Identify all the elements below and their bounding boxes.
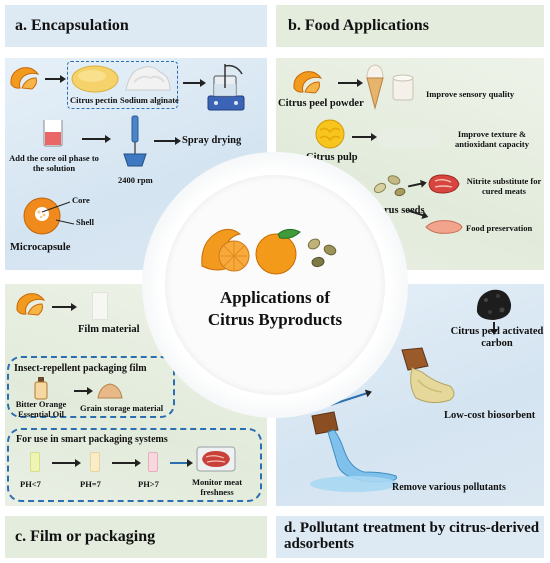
fish-fillet-icon <box>425 220 463 234</box>
insect-repellent-box <box>7 356 175 418</box>
activated-carbon-icon <box>476 289 512 320</box>
biosorbent-label: Low-cost biosorbent <box>444 410 536 421</box>
materials-dashed-box <box>67 61 178 109</box>
whole-orange-icon <box>255 228 301 275</box>
film-material-label: Film material <box>78 324 140 335</box>
microcapsule-pointer-lines <box>41 201 75 225</box>
texture-placeholder-shape <box>378 128 440 148</box>
alginate-powder-icon <box>125 66 171 91</box>
sensory-label: Improve sensory quality <box>426 89 515 99</box>
panel-b-title: b. Food Applications <box>276 5 544 47</box>
texture-label: Improve texture & antioxidant capacity <box>455 129 529 149</box>
pollutants-label: Remove various pollutants <box>392 482 506 493</box>
beaker-icon <box>43 120 63 147</box>
film-ph-gt7-swatch <box>148 452 158 472</box>
shell-label: Shell <box>76 217 94 227</box>
homogenizer-icon <box>123 115 147 167</box>
microcapsule-label: Microcapsule <box>10 242 71 253</box>
pulp-label: Citrus pulp <box>306 152 358 163</box>
arrow-a4 <box>154 137 181 144</box>
meat-package-icon <box>196 446 236 472</box>
spray-drying-label: Spray drying <box>182 135 242 146</box>
citrus-seeds-icon <box>373 175 406 197</box>
peel-powder-label: Citrus peel powder <box>278 98 364 109</box>
film-ph-eq7-swatch <box>90 452 100 472</box>
grain-storage-label: Grain storage material <box>80 403 164 413</box>
insect-film-title: Insect-repellent packaging film <box>14 363 147 374</box>
citrus-pectin-label: Citrus pectin <box>70 95 118 105</box>
ice-cream-icon <box>366 64 384 110</box>
bitter-orange-label: Bitter Orange Essential Oil <box>15 399 67 419</box>
arrow-c3 <box>52 459 81 466</box>
cured-meat-icon <box>428 174 460 194</box>
pectin-powder-icon <box>71 65 119 93</box>
arrow-c2 <box>74 387 93 394</box>
monitor-freshness-label: Monitor meat freshness <box>191 477 243 497</box>
panel-a-title: a. Encapsulation <box>5 5 267 47</box>
arrow-b2 <box>352 133 377 140</box>
film-ph-lt7-swatch <box>30 452 40 472</box>
center-title-line2: Citrus Byproducts <box>207 310 343 329</box>
center-title-line1: Applications of <box>219 288 331 307</box>
preservation-label: Food preservation <box>466 223 533 233</box>
add-core-oil-label: Add the core oil phase to the solution <box>9 153 99 173</box>
panel-c-title: c. Film or packaging <box>5 516 267 558</box>
orange-peel-icon <box>10 67 40 90</box>
seeds-label: Citrus seeds <box>370 205 425 216</box>
arrow-a2 <box>183 79 206 86</box>
activated-carbon-label: Citrus peel activated carbon <box>450 326 544 350</box>
biosorbent-pour-icon <box>401 347 455 404</box>
citrus-pulp-icon <box>315 119 345 149</box>
grain-storage-icon <box>97 383 123 399</box>
water-flow-icon <box>310 411 398 492</box>
peel-powder-orange-icon <box>293 71 323 94</box>
arrow-c5 <box>170 459 193 466</box>
arrow-d1 <box>490 322 497 335</box>
essential-oil-bottle-icon <box>34 377 48 400</box>
ph-eq7-label: PH=7 <box>80 479 101 489</box>
arrow-a3 <box>82 135 111 142</box>
sodium-alginate-label: Sodium alginate <box>120 95 179 105</box>
center-seeds-icon <box>307 238 337 268</box>
magnetic-stirrer-icon <box>207 64 245 111</box>
yogurt-icon <box>392 74 414 101</box>
arrow-c4 <box>112 459 141 466</box>
rpm-label: 2400 rpm <box>118 175 153 185</box>
ph-gt7-label: PH>7 <box>138 479 159 489</box>
peeled-orange-icon <box>201 228 250 272</box>
smart-packaging-title: For use in smart packaging systems <box>16 434 168 445</box>
nitrite-label: Nitrite substitute for cured meats <box>466 176 542 196</box>
arrow-a1 <box>45 75 66 82</box>
ph-lt7-label: PH<7 <box>20 479 41 489</box>
arrow-b1 <box>338 79 363 86</box>
smart-packaging-box <box>7 428 262 502</box>
film-orange-peel-icon <box>16 293 46 316</box>
arrow-c1 <box>52 303 77 310</box>
film-sheet-shape <box>92 292 108 320</box>
panel-d-title: d. Pollutant treatment by citrus-derived… <box>276 516 544 558</box>
center-disc <box>165 175 385 395</box>
core-label: Core <box>72 195 90 205</box>
